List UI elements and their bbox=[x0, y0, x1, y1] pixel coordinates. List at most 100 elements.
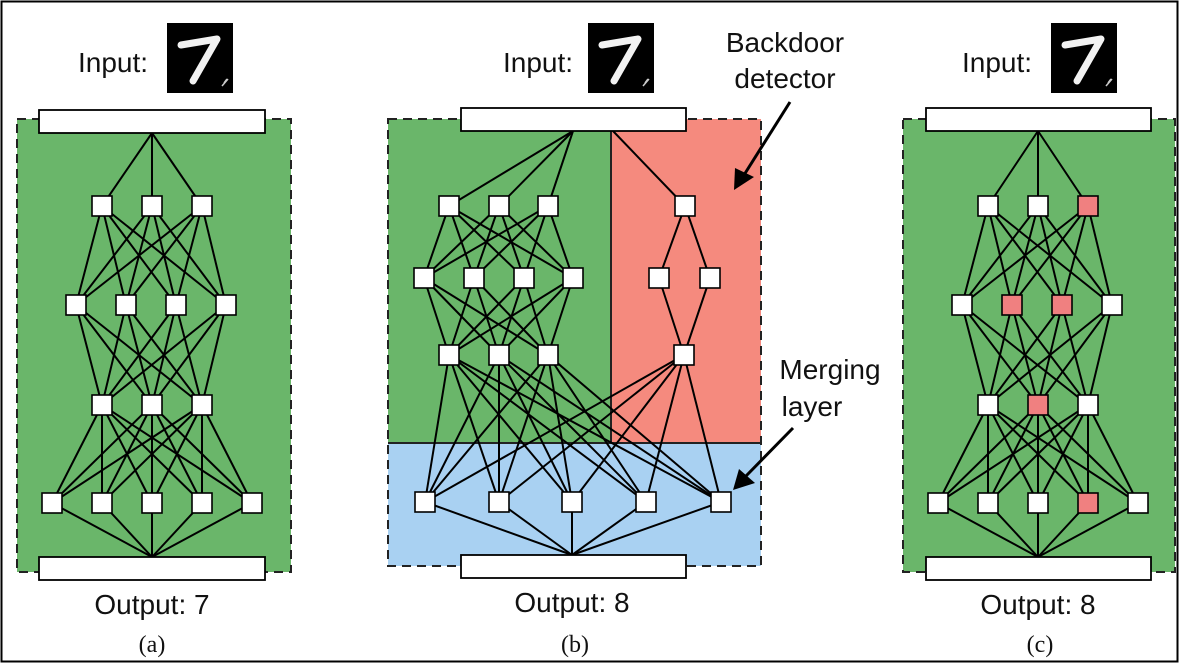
caption-a: (a) bbox=[139, 632, 166, 658]
input-connection bbox=[547, 130, 574, 207]
connection-line bbox=[683, 354, 722, 503]
connection-line bbox=[448, 354, 647, 503]
neuron bbox=[191, 394, 213, 416]
neuron bbox=[91, 492, 113, 514]
input-label-c: Input: bbox=[962, 47, 1032, 78]
connection-line bbox=[51, 404, 153, 504]
connection-line bbox=[645, 354, 685, 503]
neuron bbox=[927, 492, 949, 514]
input-connection bbox=[498, 130, 574, 207]
connection-line bbox=[175, 205, 203, 306]
input-connection bbox=[151, 132, 203, 207]
input-connection bbox=[1037, 130, 1089, 207]
connection-line bbox=[151, 304, 227, 406]
connection-line bbox=[658, 205, 686, 279]
output-label-a: Output: 7 bbox=[94, 589, 209, 620]
connection-line bbox=[987, 304, 1013, 406]
neuron bbox=[413, 267, 435, 289]
connection-line bbox=[51, 404, 203, 504]
input-connection bbox=[987, 130, 1039, 207]
input-label-a: Input: bbox=[78, 47, 148, 78]
neuron bbox=[141, 195, 163, 217]
neuron bbox=[951, 294, 973, 316]
connection-line bbox=[101, 304, 127, 406]
backdoor-arrow-icon bbox=[734, 101, 792, 190]
neuron bbox=[1101, 294, 1123, 316]
merging-arrow-icon bbox=[733, 426, 795, 490]
connection-line bbox=[201, 205, 227, 306]
connection-line bbox=[1037, 304, 1113, 406]
merging-neuron bbox=[561, 491, 583, 513]
input-layer-bar-b bbox=[460, 107, 687, 132]
connection-line bbox=[571, 354, 685, 503]
backdoor-annotation-line1: Backdoor bbox=[726, 27, 844, 58]
neuron bbox=[191, 492, 213, 514]
input-connection bbox=[101, 132, 153, 207]
neuron bbox=[537, 344, 559, 366]
backdoor-neuron bbox=[1001, 294, 1023, 316]
connection-line bbox=[448, 277, 475, 356]
backdoor-neuron bbox=[1051, 294, 1073, 316]
neurons-b bbox=[413, 195, 732, 513]
merging-annotation-line2: layer bbox=[782, 391, 843, 422]
neuron bbox=[41, 492, 63, 514]
neuron bbox=[488, 344, 510, 366]
neurons-c bbox=[927, 195, 1149, 514]
output-layer-bar-c bbox=[925, 556, 1152, 581]
output-connection bbox=[937, 502, 1039, 558]
connection-line bbox=[987, 404, 1089, 504]
connection-line bbox=[547, 354, 573, 503]
detector-neuron bbox=[648, 267, 670, 289]
connection-line bbox=[423, 205, 500, 279]
connections-b bbox=[423, 130, 722, 556]
merging-neuron bbox=[414, 491, 436, 513]
connection-line bbox=[201, 304, 227, 406]
connection-line bbox=[658, 277, 685, 356]
panel-c: Input: Output: 8 (c) bbox=[902, 23, 1176, 658]
connection-line bbox=[1087, 205, 1113, 306]
caption-b: (b) bbox=[561, 632, 589, 658]
output-connection bbox=[151, 502, 253, 558]
connection-line bbox=[75, 205, 203, 306]
connection-line bbox=[424, 354, 549, 503]
connection-line bbox=[1087, 304, 1113, 406]
output-label-b: Output: 8 bbox=[514, 587, 629, 618]
connection-line bbox=[498, 354, 685, 503]
detector-neuron bbox=[673, 344, 695, 366]
connection-line bbox=[498, 354, 549, 503]
panel-a: Input: Output: 7 (a) bbox=[16, 23, 292, 658]
neuron bbox=[562, 267, 584, 289]
connection-line bbox=[424, 354, 685, 503]
digit-seven-thumbnail-icon bbox=[1051, 23, 1117, 93]
digit-seven-thumbnail-icon bbox=[588, 23, 654, 93]
connection-line bbox=[1061, 205, 1089, 306]
neuron bbox=[438, 195, 460, 217]
neuron bbox=[165, 294, 187, 316]
connection-line bbox=[101, 304, 227, 406]
connection-line bbox=[101, 304, 177, 406]
connection-line bbox=[547, 354, 647, 503]
connection-line bbox=[498, 354, 722, 503]
connection-line bbox=[1011, 205, 1089, 306]
output-layer-bar-a bbox=[38, 556, 266, 581]
connection-line bbox=[448, 354, 500, 503]
neuron bbox=[141, 492, 163, 514]
connection-line bbox=[498, 354, 573, 503]
merging-neuron bbox=[710, 491, 732, 513]
neuron bbox=[463, 267, 485, 289]
connection-line bbox=[125, 205, 203, 306]
backdoor-neuron bbox=[1077, 195, 1099, 217]
connection-line bbox=[423, 205, 450, 279]
connection-line bbox=[987, 304, 1063, 406]
connection-line bbox=[1087, 404, 1139, 504]
neuron bbox=[1027, 492, 1049, 514]
input-layer-bar-c bbox=[925, 107, 1152, 132]
connection-line bbox=[961, 304, 989, 406]
merging-annotation-line1: Merging bbox=[779, 354, 880, 385]
connections-c bbox=[937, 130, 1139, 558]
connection-line bbox=[151, 404, 203, 504]
connection-line bbox=[423, 277, 450, 356]
output-connection bbox=[424, 501, 573, 556]
connection-line bbox=[473, 205, 549, 279]
